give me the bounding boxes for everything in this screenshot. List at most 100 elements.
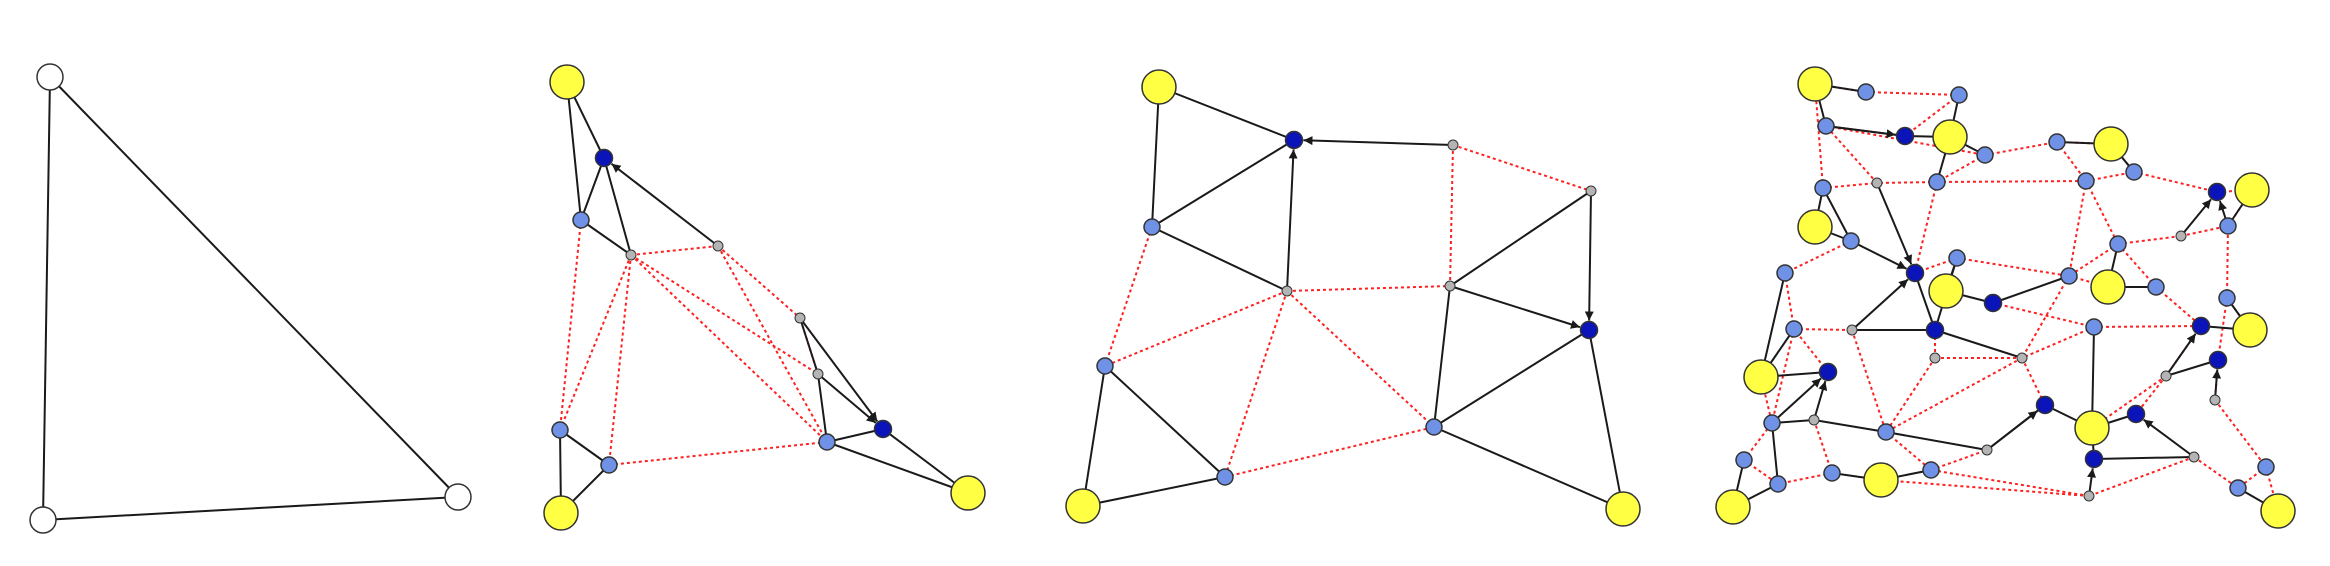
dotted-edge [2133,171,2218,193]
vertex-dark-blue [2191,316,2211,336]
directed-edge [2143,418,2195,458]
vertex-yellow [1141,69,1177,105]
vertex-light-blue [2125,163,2143,181]
edges [1082,86,1624,510]
solid-edge [1914,272,1936,331]
vertex-gray [1846,324,1858,336]
vertex-yellow [2090,269,2126,305]
dotted-edge [1793,328,1853,331]
dotted-edge [1904,94,1960,137]
vertex-white [36,63,64,91]
vertex-gray [1281,285,1293,297]
vertex-light-blue [1922,461,1940,479]
vertex-gray [1447,139,1459,151]
dotted-edge [559,219,582,431]
solid-edge [1771,422,1779,485]
vertex-light-blue [2077,172,2095,190]
vertex-yellow [1715,489,1751,525]
vertex-yellow [950,475,986,511]
vertex-light-blue [2147,278,2165,296]
solid-edge [1992,275,2070,304]
directed-edge [817,373,877,424]
vertex-yellow [1932,119,1968,155]
solid-edge [1082,365,1106,507]
dotted-edge [717,245,828,443]
directed-edge [1825,125,1896,139]
vertex-yellow [1065,488,1101,524]
vertex-dark-blue [594,148,614,168]
vertex-light-blue [1763,414,1781,432]
dotted-edge [2021,275,2070,359]
solid-edge [817,373,828,443]
dotted-edge [2180,225,2229,237]
directed-edge [1303,136,1454,146]
vertex-light-blue [1842,232,1860,250]
dotted-edge [2135,375,2167,415]
vertex-dark-blue [1284,130,1304,150]
dotted-edge [1286,290,1435,428]
vertex-yellow [1605,491,1641,527]
vertex-light-blue [1950,86,1968,104]
vertex-gray [812,368,824,380]
vertex-dark-blue [1579,320,1599,340]
dotted-edge [2021,326,2095,359]
dotted-edge [630,254,828,443]
directed-edge [1986,410,2039,451]
dotted-edge [2217,297,2228,361]
vertex-dark-blue [1983,293,2003,313]
solid-edge [42,76,51,521]
solid-edge [580,219,632,256]
vertex-light-blue [1814,179,1832,197]
panel-1-triangle [29,63,472,534]
solid-edge [799,317,819,375]
vertex-yellow [2232,312,2268,348]
solid-edge [1151,86,1160,228]
vertex-dark-blue [2084,449,2104,469]
vertex-white [29,506,57,534]
vertex-gray [1585,185,1597,197]
vertices [543,64,986,531]
vertex-gray [625,249,637,261]
solid-edge [580,157,605,221]
vertex-yellow [1743,359,1779,395]
vertex-dark-blue [1925,320,1945,340]
solid-edge [1433,285,1451,428]
dotted-edge [1449,144,1454,287]
vertex-light-blue [1776,264,1794,282]
vertex-gray [2160,370,2172,382]
dotted-edge [1885,431,1932,471]
vertex-gray [2016,352,2028,364]
vertex-light-blue [1769,475,1787,493]
dotted-edge [1880,479,2090,497]
vertex-dark-blue [1905,263,1925,283]
dotted-edge [1851,329,1887,433]
dotted-edge [1930,449,1988,471]
vertex-yellow [1797,209,1833,245]
dotted-edge [1930,469,2090,497]
vertex-gray [1981,444,1993,456]
solid-edge [1934,329,2023,359]
vertex-yellow [2234,172,2270,208]
vertex-dark-blue [1818,362,1838,382]
solid-edge [2093,456,2195,460]
vertex-light-blue [2257,458,2275,476]
vertex-gray [794,312,806,324]
dotted-edge [1992,302,2095,328]
dotted-edge [2117,235,2182,245]
directed-edge [1584,190,1594,321]
vertex-white [444,483,472,511]
dotted-edge [1286,285,1451,292]
directed-edge [1850,240,1907,270]
vertex-light-blue [1096,357,1114,375]
vertex-light-blue [2229,479,2247,497]
vertex-light-blue [572,211,590,229]
solid-edge [1822,187,1852,242]
solid-edge [1588,329,1624,510]
dotted-edge [1224,426,1435,478]
solid-edge [559,429,610,466]
vertex-yellow [2260,493,2296,529]
solid-edge [1433,426,1624,510]
dotted-edge [630,254,819,375]
solid-edge [49,76,459,498]
